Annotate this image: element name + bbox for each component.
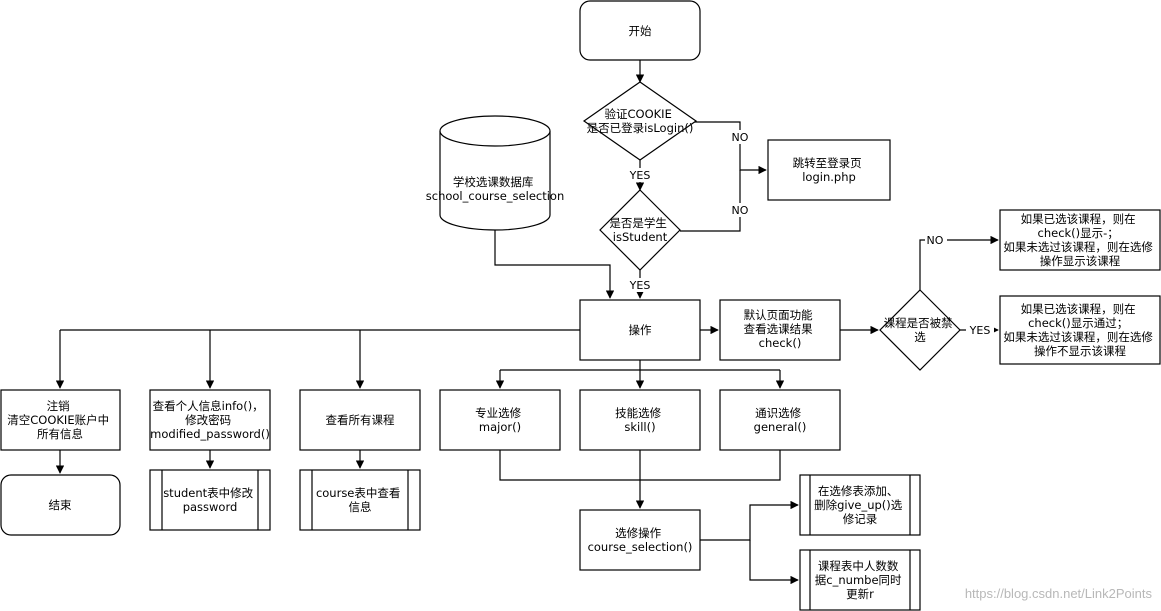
node-default-page-text: 默认页面功能 查看选课结果 check() xyxy=(744,308,817,350)
node-view-courses-text: 查看所有课程 xyxy=(326,413,395,427)
node-general-text: 通识选修 general() xyxy=(754,406,807,434)
node-view-info: 查看个人信息info()， 修改密码 modified_password() xyxy=(149,389,271,451)
node-add-delete-record-text: 在选修表添加、 删除give_up()选 修记录 xyxy=(814,484,906,526)
label-no-student: NO xyxy=(732,204,749,217)
label-yes-student: YES xyxy=(629,279,651,292)
label-yes-banned: YES xyxy=(969,324,991,337)
node-banned-result: 如果已选该课程，则在 check()显示通过； 如果未选过该课程，则在选修 操作… xyxy=(999,295,1161,365)
edge-verify-no-login xyxy=(694,121,767,175)
node-general: 通识选修 general() xyxy=(719,389,841,451)
node-redirect-login: 跳转至登录页 login.php xyxy=(767,139,891,201)
label-no-login: NO xyxy=(732,131,749,144)
node-modify-password-text: student表中修改 password xyxy=(163,486,257,514)
label-yes-login: YES xyxy=(629,169,651,182)
node-skill-text: 技能选修 skill() xyxy=(615,406,665,434)
node-major-text: 专业选修 major() xyxy=(475,406,525,434)
node-skill: 技能选修 skill() xyxy=(579,389,701,451)
node-course-table-text: course表中查看 信息 xyxy=(316,486,404,514)
edge-banned-no xyxy=(919,235,999,290)
node-is-banned-text: 课程是否被禁 选 xyxy=(884,316,957,344)
node-is-banned: 课程是否被禁 选 xyxy=(879,289,961,371)
node-is-student-text: 是否是学生 isStudent xyxy=(609,216,670,244)
edge-labels: NO YES NO YES NO YES xyxy=(627,130,994,337)
node-not-banned-result: 如果已选该课程，则在 check()显示-； 如果未选过该课程，则在选修 操作显… xyxy=(999,209,1161,271)
node-database: 学校选课数据库 school_course_selection xyxy=(426,115,565,231)
connectors xyxy=(55,60,999,585)
node-update-count-text: 课程表中人数数 据c_numbe同时 更新r xyxy=(815,559,905,601)
watermark: https://blog.csdn.net/Link2Points xyxy=(965,586,1153,601)
node-database-text: 学校选课数据库 school_course_selection xyxy=(426,175,565,203)
label-no-banned: NO xyxy=(927,234,944,247)
node-logout-text: 注销 清空COOKIE账户中 所有信息 xyxy=(7,399,113,441)
edge-selection-branch xyxy=(700,500,799,541)
node-view-courses: 查看所有课程 xyxy=(299,389,421,451)
node-end-text: 结束 xyxy=(49,498,72,512)
node-course-selection-text: 选修操作 course_selection() xyxy=(588,526,693,554)
node-operate-text: 操作 xyxy=(629,323,652,337)
node-end: 结束 xyxy=(0,474,121,536)
node-start-text: 开始 xyxy=(629,24,652,38)
node-logout: 注销 清空COOKIE账户中 所有信息 xyxy=(0,389,121,451)
node-add-delete-record: 在选修表添加、 删除give_up()选 修记录 xyxy=(799,474,921,536)
node-default-page: 默认页面功能 查看选课结果 check() xyxy=(719,299,841,361)
edge-selection-count xyxy=(749,540,799,585)
node-verify-cookie-text: 验证COOKIE 是否已登录isLogin() xyxy=(587,107,694,135)
node-update-count: 课程表中人数数 据c_numbe同时 更新r xyxy=(799,549,921,611)
node-course-table: course表中查看 信息 xyxy=(299,469,421,531)
node-start: 开始 xyxy=(579,0,701,61)
node-major: 专业选修 major() xyxy=(439,389,561,451)
node-course-selection: 选修操作 course_selection() xyxy=(579,509,701,571)
node-modify-password: student表中修改 password xyxy=(149,469,271,531)
node-is-student: 是否是学生 isStudent xyxy=(599,189,681,271)
edge-database-operate xyxy=(494,230,615,299)
node-not-banned-result-text: 如果已选该课程，则在 check()显示-； 如果未选过该课程，则在选修 操作显… xyxy=(1003,212,1156,268)
edge-student-no-login xyxy=(680,170,741,232)
node-banned-result-text: 如果已选该课程，则在 check()显示通过； 如果未选过该课程，则在选修 操作… xyxy=(1003,302,1156,358)
node-verify-cookie: 验证COOKIE 是否已登录isLogin() xyxy=(582,81,698,161)
node-redirect-login-text: 跳转至登录页 login.php xyxy=(793,156,866,184)
node-view-info-text: 查看个人信息info()， 修改密码 modified_password() xyxy=(150,399,270,441)
node-operate: 操作 xyxy=(579,299,701,361)
